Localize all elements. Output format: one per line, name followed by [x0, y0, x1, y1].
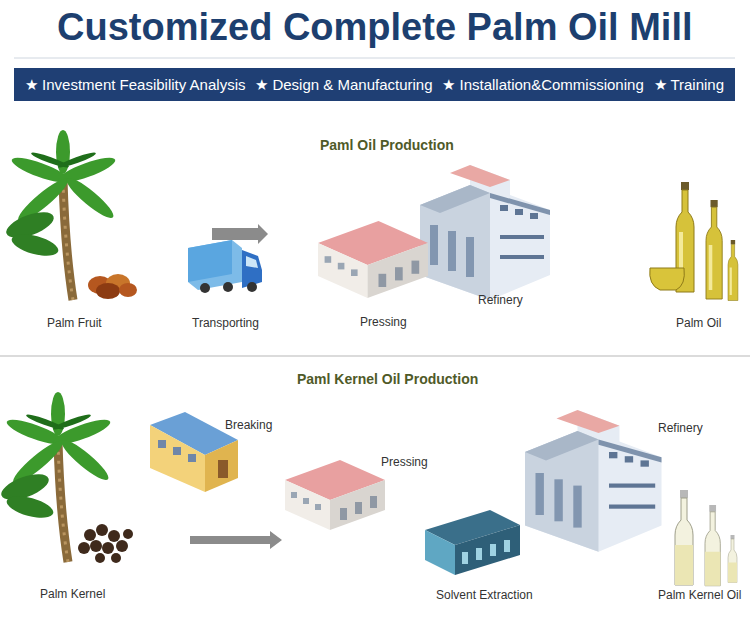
stage-label: Palm Fruit — [47, 316, 102, 330]
service-item: ★ Training — [654, 76, 725, 94]
section-heading: Paml Oil Production — [320, 137, 454, 153]
stage-label: Solvent Extraction — [436, 588, 533, 602]
stage-label: Palm Oil — [676, 316, 721, 330]
stage-label: Refinery — [658, 421, 703, 435]
page-title: Customized Complete Palm Oil Mill — [57, 6, 693, 49]
stage-label: Refinery — [478, 293, 523, 307]
stage-label: Palm Kernel Oil — [658, 588, 741, 602]
stage-label: Breaking — [225, 418, 272, 432]
stage-label: Pressing — [360, 315, 407, 329]
stage-label: Pressing — [381, 455, 428, 469]
stage-label: Transporting — [192, 316, 259, 330]
service-item: ★ Investment Feasibility Analysis — [25, 76, 246, 94]
service-item: ★ Installation&Commissioning — [442, 76, 643, 94]
section-heading: Paml Kernel Oil Production — [297, 371, 478, 387]
stage-label: Palm Kernel — [40, 587, 105, 601]
service-band: ★ Investment Feasibility Analysis ★ Desig… — [14, 68, 735, 101]
service-item: ★ Design & Manufacturing — [255, 76, 432, 94]
